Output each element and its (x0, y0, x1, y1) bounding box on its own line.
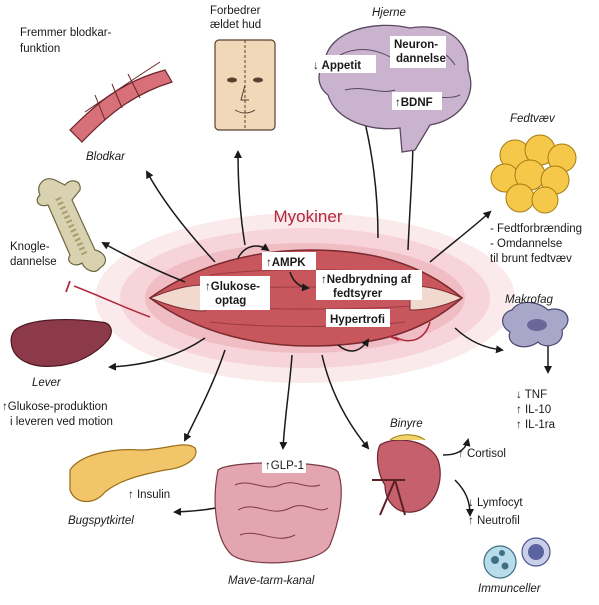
skin-effect-2: ældet hud (210, 19, 261, 31)
macrophage-effect-1: ↓ TNF (516, 389, 547, 401)
liver-icon (10, 319, 112, 367)
fatty-acid-line2: fedtsyrer (333, 288, 383, 300)
bloodvessel-effect-2: funktion (20, 43, 60, 55)
fat-effect-3: til brunt fedtvæv (490, 253, 572, 265)
bone-name-2: dannelse (10, 256, 57, 268)
glucose-uptake-box: ↑Glukose- optag (200, 276, 270, 310)
gut-effect: ↑GLP-1 (265, 460, 304, 472)
gut-icon (214, 462, 342, 564)
liver-effect-1: ↑Glukose-produktion (2, 401, 107, 413)
bone-name-1: Knogle- (10, 241, 50, 253)
liver-effect-2: i leveren ved motion (10, 416, 113, 428)
macrophage-effect-2: ↑ IL-10 (516, 404, 551, 416)
fatty-acid-line1: ↑Nedbrydning af (321, 274, 411, 286)
inner-arrows (237, 243, 370, 352)
blood-vessel-icon (69, 61, 173, 143)
fat-tissue-icon (490, 134, 577, 214)
bone-icon (36, 178, 107, 272)
face-icon (214, 39, 276, 131)
immune-effect-2: ↑ Neutrofil (468, 515, 520, 527)
immune-cells-icon (483, 537, 551, 579)
glucose-uptake-line1: ↑Glukose- (205, 281, 260, 293)
gut-name: Mave-tarm-kanal (228, 575, 315, 587)
pancreas-name: Bugspytkirtel (68, 515, 134, 527)
kidney-icon (372, 434, 441, 516)
outward-arrows (101, 108, 552, 517)
brain-neuro-2: dannelse (396, 53, 446, 65)
fat-name: Fedtvæv (510, 113, 556, 125)
immune-effect-1: ↓ Lymfocyt (468, 497, 523, 509)
hypertrophy-box: Hypertrofi (326, 309, 390, 327)
bloodvessel-effect-1: Fremmer blodkar- (20, 27, 112, 39)
macrophage-effect-3: ↑ IL-1ra (516, 419, 556, 431)
ampk-label: ↑AMPK (266, 257, 306, 269)
glucose-uptake-line2: optag (215, 295, 246, 307)
fatty-acid-box: ↑Nedbrydning af fedtsyrer (316, 270, 422, 300)
brain-bdnf: ↑BDNF (395, 97, 433, 109)
pancreas-effect: ↑ Insulin (128, 489, 170, 501)
bloodvessel-name: Blodkar (86, 151, 126, 163)
diagram-title: Myokiner (274, 207, 343, 226)
adrenal-effect: ↑ Cortisol (458, 448, 506, 460)
brain-neuro-1: Neuron- (394, 39, 438, 51)
inhibit-bone (73, 285, 151, 318)
macrophage-icon (502, 301, 569, 348)
fat-effect-1: - Fedtforbrænding (490, 223, 582, 235)
liver-name: Lever (32, 377, 62, 389)
brain-appetite: ↓ Appetit (313, 60, 361, 72)
ampk-box: ↑AMPK (262, 252, 316, 270)
immune-name: Immunceller (478, 583, 542, 595)
macrophage-name: Makrofag (505, 294, 554, 306)
hypertrophy-label: Hypertrofi (330, 314, 385, 326)
adrenal-name: Binyre (390, 418, 423, 430)
inhibit-hypertrophy (394, 321, 431, 342)
pancreas-icon (69, 444, 197, 503)
skin-effect-1: Forbedrer (210, 5, 261, 17)
fat-effect-2: - Omdannelse (490, 238, 562, 250)
brain-name: Hjerne (372, 7, 406, 19)
